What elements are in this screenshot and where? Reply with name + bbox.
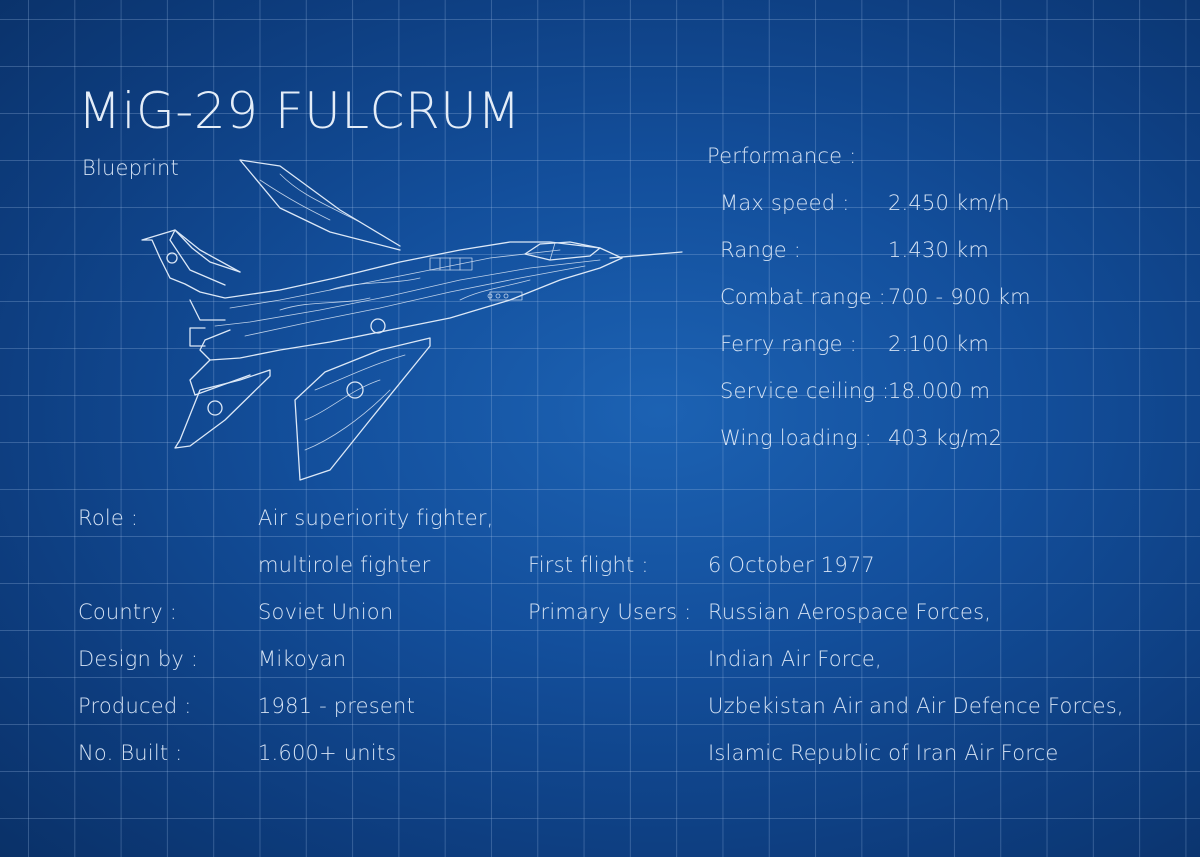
- spine-line-3: [229, 249, 561, 309]
- primary-users-label: Primary Users :: [528, 600, 692, 624]
- role-value-1: Air superiority fighter,: [258, 506, 494, 530]
- perf-value-service-ceiling: 18.000 m: [888, 379, 991, 403]
- perf-value-ferry-range: 2.100 km: [888, 332, 990, 356]
- fuselage-dot: [503, 293, 509, 299]
- produced-value: 1981 - present: [258, 694, 415, 718]
- built-label: No. Built :: [78, 741, 183, 765]
- page-subtitle: Blueprint: [82, 156, 179, 180]
- fuselage-dot: [487, 293, 493, 299]
- country-label: Country :: [78, 600, 177, 624]
- perf-label-ferry-range: Ferry range :: [720, 332, 857, 356]
- canopy-frame: [549, 242, 556, 261]
- perf-value-combat-range: 700 - 900 km: [888, 285, 1031, 309]
- primary-user-3: Uzbekistan Air and Air Defence Forces,: [708, 694, 1124, 718]
- design-label: Design by :: [78, 647, 199, 671]
- role-value-2: multirole fighter: [258, 553, 431, 577]
- wing-upper: [239, 159, 401, 251]
- roundel-lower-wing: [346, 381, 364, 399]
- canopy: [524, 241, 601, 261]
- wing-upper-camo: [259, 173, 361, 223]
- vent-panel-lower: [489, 291, 523, 301]
- perf-label-range: Range :: [720, 238, 801, 262]
- spine-line-2: [244, 265, 586, 337]
- fuselage-camo: [279, 277, 531, 311]
- fuselage-dot: [495, 293, 501, 299]
- first-flight-label: First flight :: [528, 553, 649, 577]
- wing-lower-camo: [304, 354, 406, 451]
- perf-label-max-speed: Max speed :: [720, 191, 850, 215]
- roundel-fuselage: [370, 318, 386, 334]
- page-title: MiG-29 FULCRUM: [78, 82, 521, 140]
- vent-panel: [429, 257, 473, 271]
- aircraft-drawing: [141, 159, 683, 481]
- fuselage-upper: [141, 229, 623, 299]
- performance-heading: Performance :: [707, 144, 857, 168]
- stabilizer-upper: [169, 229, 241, 286]
- design-value: Mikoyan: [258, 647, 347, 671]
- perf-label-combat-range: Combat range :: [720, 285, 886, 309]
- pitot-probe: [609, 251, 683, 259]
- fuselage-lower: [199, 257, 623, 361]
- wing-lower: [294, 337, 431, 481]
- primary-user-2: Indian Air Force,: [708, 647, 882, 671]
- produced-label: Produced :: [78, 694, 192, 718]
- perf-label-wing-loading: Wing loading :: [720, 426, 872, 450]
- primary-user-4: Islamic Republic of Iran Air Force: [708, 741, 1059, 765]
- perf-label-service-ceiling: Service ceiling :: [720, 379, 890, 403]
- roundel-tail: [166, 252, 178, 264]
- perf-value-max-speed: 2.450 km/h: [888, 191, 1010, 215]
- perf-value-wing-loading: 403 kg/m2: [888, 426, 1003, 450]
- first-flight-value: 6 October 1977: [708, 553, 875, 577]
- built-value: 1.600+ units: [258, 741, 397, 765]
- spine-line: [214, 259, 601, 327]
- roundel-lower-tail: [207, 400, 223, 416]
- tail-fin-upper: [189, 299, 226, 321]
- perf-value-range: 1.430 km: [888, 238, 990, 262]
- country-value: Soviet Union: [258, 600, 394, 624]
- role-label: Role :: [78, 506, 139, 530]
- primary-user-1: Russian Aerospace Forces,: [708, 600, 992, 624]
- engine-nozzle: [189, 327, 206, 347]
- tail-fin-lower: [189, 359, 251, 396]
